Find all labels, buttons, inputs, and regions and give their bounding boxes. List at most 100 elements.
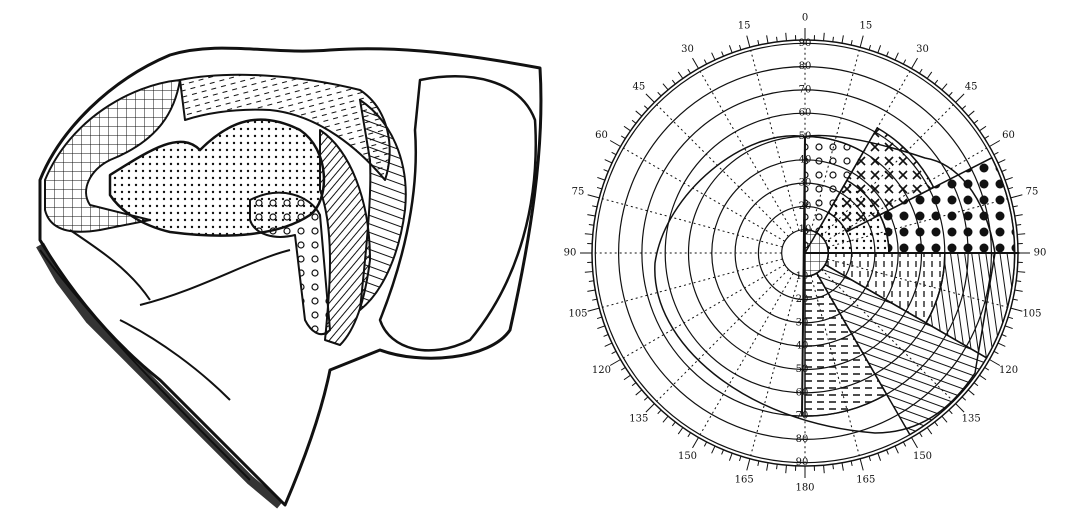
scale-tick [955,403,965,413]
scale-tick [711,445,716,454]
scale-tick [859,35,864,48]
meridian-label: 15 [738,21,751,32]
scale-tick [728,45,733,54]
scale-tick [973,119,979,124]
meridian-label: 45 [965,81,978,92]
scale-tick [645,403,655,413]
scale-tick [611,151,617,156]
scale-tick [623,125,631,132]
scale-tick [631,382,637,387]
scale-tick [687,432,691,438]
scale-tick [588,280,594,282]
scale-tick [671,421,676,427]
scale-tick [941,83,948,91]
scale-tick [989,140,1001,147]
scale-tick [692,57,699,69]
right-lobe [378,75,537,352]
scale-tick [721,449,724,455]
region-hatch-right [359,99,407,311]
meridian-label: 105 [568,308,587,319]
scale-tick [859,458,864,471]
eccentricity-label-upper: 50 [799,131,812,142]
scale-tick [832,464,834,470]
scale-tick [841,35,844,44]
scale-tick [911,57,918,69]
eccentricity-label-lower: 30 [796,317,809,328]
scale-tick [766,35,769,44]
scale-tick [919,68,923,74]
region-diagonal [319,129,371,346]
scale-tick [973,382,979,387]
scale-tick [1014,289,1023,292]
scale-tick [587,194,600,199]
meridian-label: 150 [913,451,932,462]
eccentricity-label-lower: 40 [796,341,809,352]
meridian-line [816,68,912,234]
scale-tick [989,359,1001,366]
scale-tick [603,169,609,172]
brain-drawing [36,46,543,509]
meridian-line [698,68,794,234]
meridian-line [821,102,956,237]
scale-tick [1004,325,1013,330]
scale-tick [984,367,990,371]
scale-tick [592,298,598,301]
meridian-label: 60 [1002,130,1015,141]
scale-tick [934,421,939,427]
meridian-label: 135 [962,414,981,425]
meridian-label: 75 [572,187,585,198]
meridian-label: 165 [856,474,875,485]
meridian-label: 90 [1034,248,1047,259]
scale-tick [841,462,844,471]
scale-tick [677,71,684,79]
scale-tick [941,415,948,423]
eccentricity-label-upper: 70 [799,84,812,95]
meridian-label: 150 [678,451,697,462]
scale-tick [776,464,778,470]
eccentricity-label-upper: 80 [799,61,812,72]
meridian-line [824,264,990,360]
scale-tick [671,79,676,85]
scale-tick [728,452,733,461]
meridian-label: 90 [564,248,577,259]
scale-tick [1017,271,1026,273]
eccentricity-label-upper: 90 [799,38,812,49]
scale-tick [662,415,669,423]
meridian-label: 15 [859,21,872,32]
scale-tick [1016,224,1022,226]
eccentricity-label-upper: 60 [799,108,812,119]
scale-tick [657,409,662,415]
scale-tick [868,455,872,462]
scale-tick [587,214,596,217]
meridian-line [827,197,1011,248]
eccentricity-label-lower: 90 [796,457,809,468]
scale-tick [776,36,778,42]
scale-tick [757,460,760,466]
scale-tick [584,233,593,235]
scale-tick [961,396,967,401]
scale-tick [926,427,933,435]
scale-tick [746,35,751,48]
meridian-label: 60 [595,130,608,141]
meridian-label: 135 [629,414,648,425]
meridian-label: 120 [999,365,1018,376]
scale-tick [596,186,603,190]
scale-tick [597,176,606,181]
scale-tick [609,140,621,147]
scale-tick [785,32,787,41]
meridian-label: 0 [802,13,808,24]
vertical-meridian [801,136,806,417]
scale-tick [766,462,769,471]
meridian-label: 105 [1022,308,1041,319]
scale-tick [886,449,889,455]
scale-tick [934,79,939,85]
scale-tick [603,334,609,337]
scale-tick [1007,186,1014,190]
scale-tick [1001,169,1007,172]
scale-tick [692,437,699,449]
scale-tick [620,135,626,139]
meridian-label: 180 [795,483,814,494]
scale-tick [721,51,724,57]
meridian-line [654,102,789,237]
scale-tick [746,458,751,471]
